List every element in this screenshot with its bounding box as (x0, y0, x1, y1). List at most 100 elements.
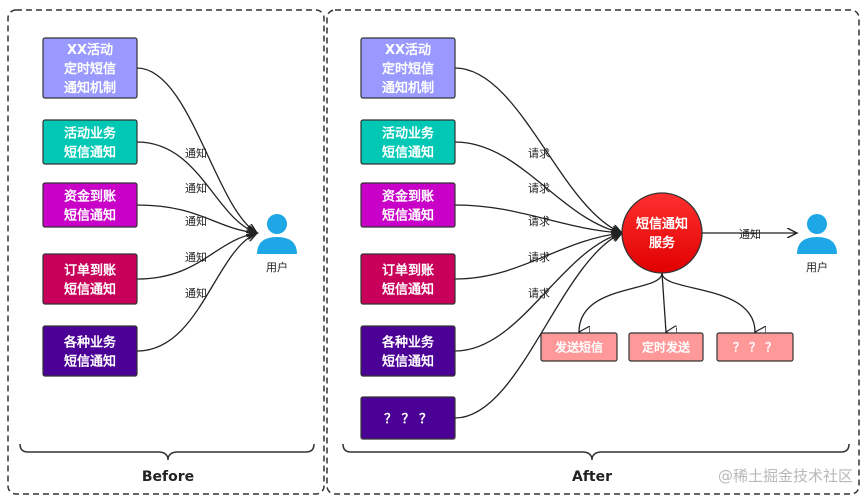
after-edge-label: 请求 (528, 215, 550, 228)
before-source-0-box (42, 37, 138, 99)
before-source-1-box (42, 119, 138, 165)
after-source-4-box (360, 325, 456, 377)
before-source-1-text: 短信通知 (64, 144, 116, 160)
after-source-3-box (360, 253, 456, 305)
before-edge-label: 通知 (185, 181, 207, 195)
after-edge-label: 请求 (528, 251, 550, 264)
before-source-1-text: 活动业务 (64, 125, 117, 141)
after-source-0-text: XX活动 (385, 42, 431, 58)
before-edge (136, 204, 257, 233)
user-icon-body (797, 237, 837, 254)
after-edge-label: 请求 (528, 147, 550, 160)
sub-box-text: ？ ？ ？ (733, 341, 777, 355)
before-source-0-text: 通知机制 (64, 80, 116, 96)
before-group: XX活动定时短信通知机制通知活动业务短信通知通知资金到账短信通知通知订单到账短信… (42, 37, 297, 377)
before-edge-label: 通知 (185, 250, 207, 264)
before-edge-label: 通知 (185, 214, 207, 228)
after-edge (454, 233, 622, 280)
after-source-5-text: ？ ？ ？ (384, 412, 432, 427)
user-icon (267, 214, 287, 234)
user-icon (807, 214, 827, 234)
service-sub-edge (579, 272, 663, 332)
after-source-1-text: 活动业务 (382, 125, 435, 141)
before-source-2-text: 资金到账 (64, 188, 116, 204)
after-source-3-text: 短信通知 (382, 281, 434, 297)
after-user: 用户 (797, 214, 837, 274)
after-source-3-text: 订单到账 (382, 262, 434, 278)
sub-box-rect (540, 332, 618, 362)
before-edge (136, 233, 257, 280)
after-source-2-box (360, 182, 456, 228)
sub-box-rect (628, 332, 704, 362)
before-source-4-text: 各种业务 (63, 334, 117, 350)
after-source-4-text: 短信通知 (382, 353, 434, 369)
before-user: 用户 (257, 214, 297, 274)
before-edge-label: 通知 (185, 286, 207, 300)
before-edge (136, 141, 257, 233)
sms-service-text: 服务 (649, 235, 676, 251)
after-label: After (572, 469, 612, 485)
after-source-2-text: 短信通知 (382, 207, 434, 223)
sub-box-text: 发送短信 (554, 340, 603, 355)
sub-box-text: 定时发送 (642, 340, 691, 355)
watermark: @稀土掘金技术社区 (718, 467, 853, 485)
before-edge (136, 67, 257, 233)
after-group: XX活动定时短信通知机制请求活动业务短信通知请求资金到账短信通知请求订单到账短信… (360, 37, 837, 440)
before-label: Before (142, 469, 194, 485)
after-source-2-text: 资金到账 (382, 188, 434, 204)
after-source-0-text: 定时短信 (381, 61, 434, 77)
after-source-0-text: 通知机制 (382, 80, 434, 96)
before-source-3-box (42, 253, 138, 305)
before-source-3-text: 订单到账 (64, 262, 116, 278)
after-edge (454, 141, 622, 233)
after-source-1-text: 短信通知 (382, 144, 434, 160)
before-panel (7, 9, 325, 495)
after-panel (326, 9, 860, 495)
before-edge-label: 通知 (185, 146, 207, 160)
before-source-0-text: 定时短信 (63, 61, 116, 77)
service-sub-edge (661, 272, 666, 332)
sub-box-2: ？ ？ ？ (716, 332, 794, 362)
after-edge-label: 请求 (528, 287, 550, 300)
after-edge (454, 233, 622, 419)
after-source-5: ？ ？ ？ (360, 396, 456, 440)
before-source-4-box (42, 325, 138, 377)
notify-edge-label: 通知 (739, 227, 761, 241)
before-source-0-text: XX活动 (67, 42, 113, 58)
before-source-4-text: 短信通知 (64, 353, 116, 369)
sub-box-rect (716, 332, 794, 362)
after-edge-label: 请求 (528, 182, 550, 195)
sms-service-text: 短信通知 (636, 216, 688, 232)
sms-service-circle (621, 192, 703, 274)
after-edge (454, 204, 622, 233)
after-source-4-text: 各种业务 (381, 334, 435, 350)
after-source-0-box (360, 37, 456, 99)
after-user-label: 用户 (806, 260, 828, 274)
user-icon-body (257, 237, 297, 254)
before-source-3-text: 短信通知 (64, 281, 116, 297)
after-source-5-box (360, 396, 456, 440)
after-brace (342, 443, 850, 461)
before-user-label: 用户 (266, 260, 288, 274)
sub-box-0: 发送短信 (540, 332, 618, 362)
before-brace (19, 443, 315, 461)
service-sub-edge (661, 272, 755, 332)
sub-box-1: 定时发送 (628, 332, 704, 362)
before-source-2-text: 短信通知 (64, 207, 116, 223)
before-edge (136, 233, 257, 352)
after-edge (454, 67, 622, 233)
before-source-2-box (42, 182, 138, 228)
after-edge (454, 233, 622, 352)
